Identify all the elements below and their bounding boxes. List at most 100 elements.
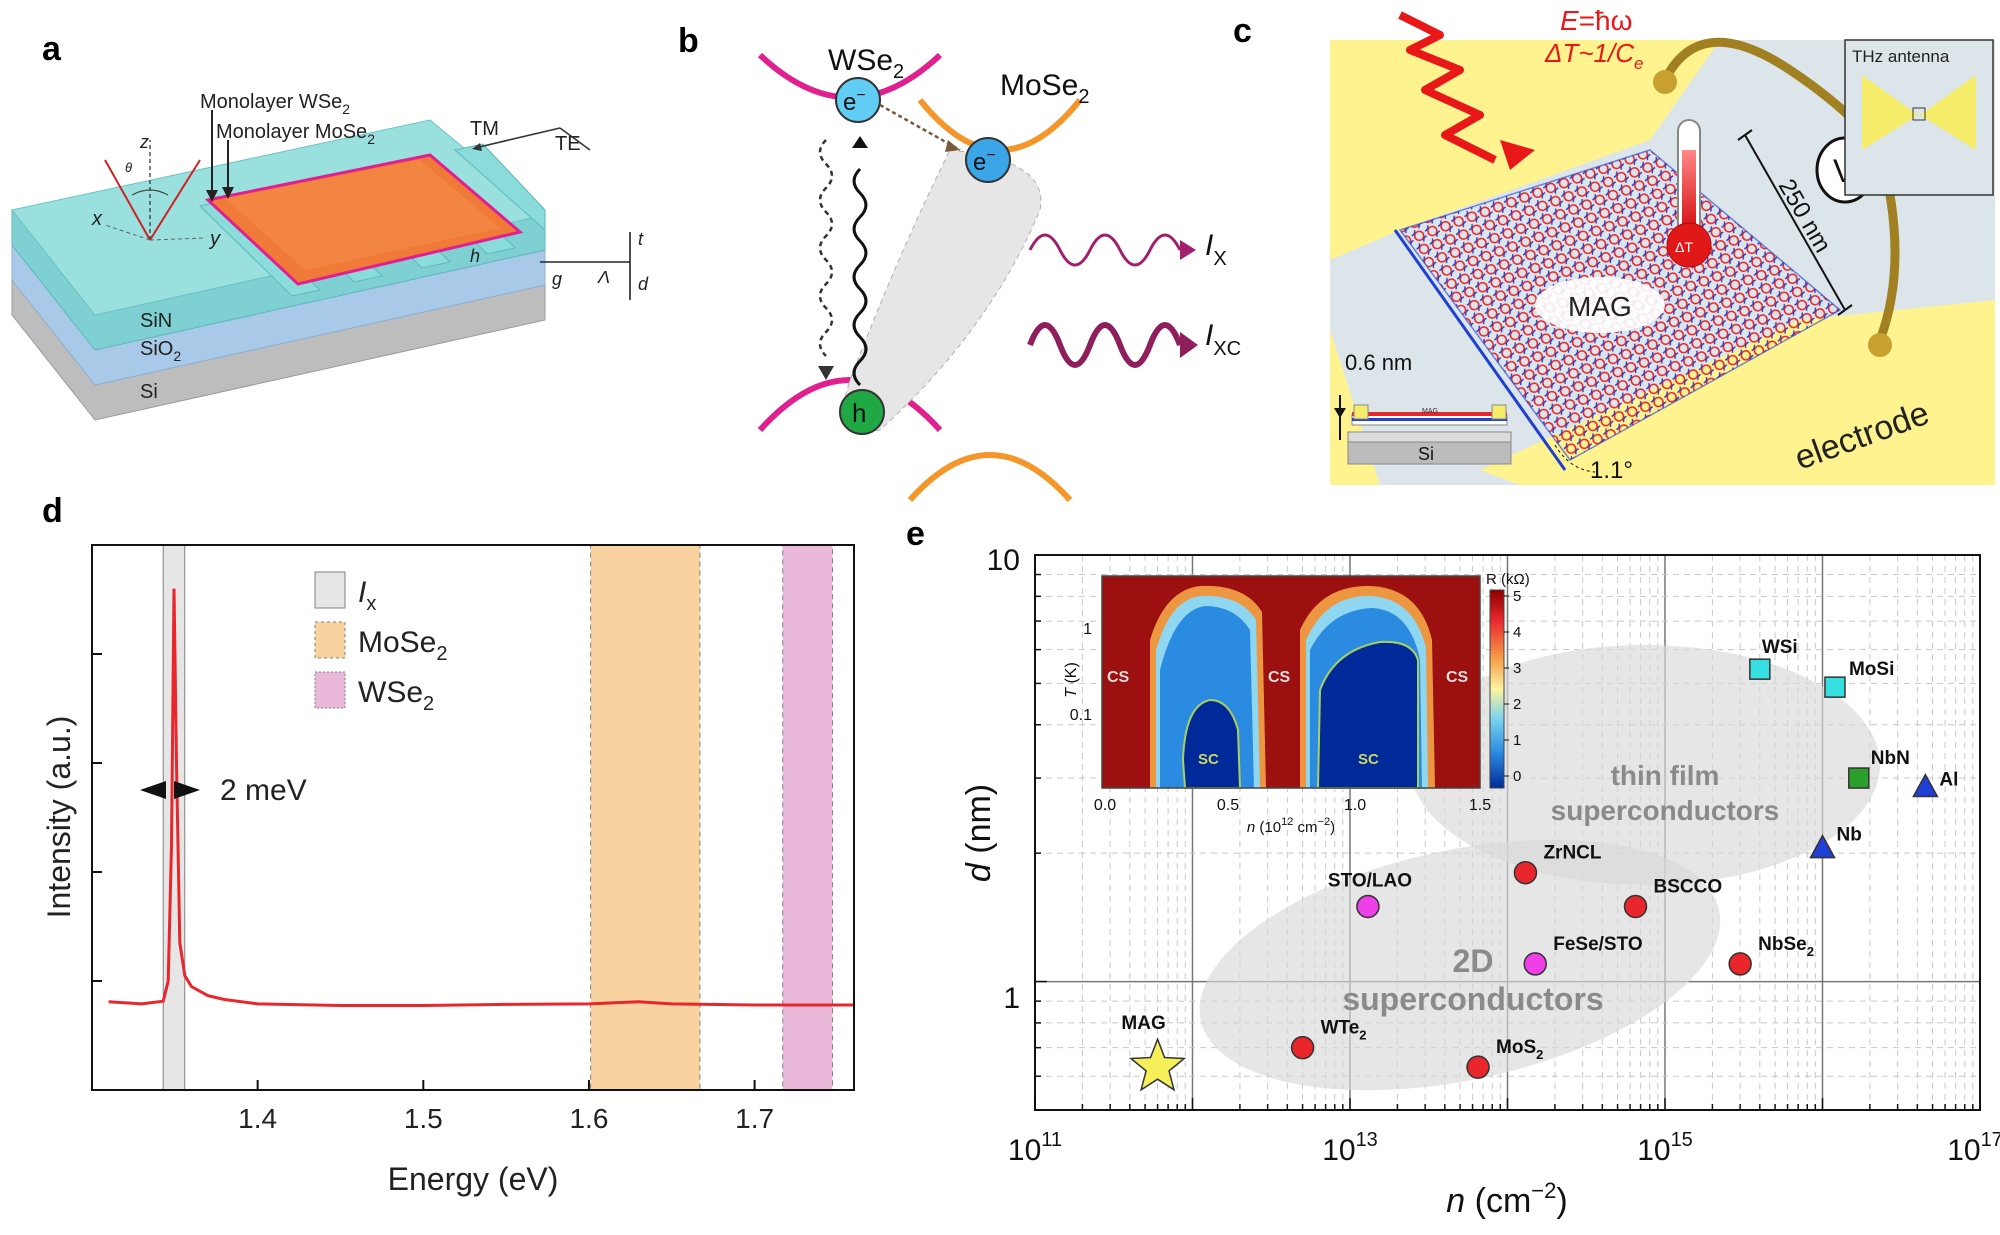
point-bscco-label: BSCCO <box>1654 876 1723 897</box>
svg-text:WSe2: WSe2 <box>828 44 904 83</box>
hole-wse2 <box>839 389 885 435</box>
region-thin-film <box>1410 645 1880 885</box>
axis-z: z <box>139 132 149 152</box>
relaxation-wave <box>818 139 834 357</box>
point-nb <box>1809 834 1836 859</box>
point-zrncl-label: ZrNCL <box>1543 843 1601 864</box>
incident-beam-left <box>104 159 151 241</box>
cbar-tick-label-5: 0 <box>1513 768 1521 785</box>
si-substrate <box>1347 441 1512 465</box>
label-deltaT: ΔT~1/C <box>1544 38 1634 68</box>
panel-c: c MAG E=ħω ΔT~1/Ce V ΔT 250 nm <box>1233 5 1995 485</box>
label-twist-angle: 1.1° <box>1590 457 1633 484</box>
panel-b: b WSe2 MoSe2 e− e− h IX IXC <box>678 22 1241 502</box>
electron-wse2 <box>835 77 881 123</box>
shaded-band-1 <box>590 545 701 1090</box>
plot-frame-d <box>91 544 855 1091</box>
inset-xtick-0.5: 0.5 <box>1217 797 1239 814</box>
point-al-label: Al <box>1939 770 1958 791</box>
label-lambda: Λ <box>597 267 610 287</box>
legend-swatch-mose2 <box>314 621 346 659</box>
point-sto-lao-label: STO/LAO <box>1328 870 1412 891</box>
inset-xtick-1.5: 1.5 <box>1469 797 1491 814</box>
axis-y: y <box>208 228 221 250</box>
point-mos <box>1466 1055 1490 1079</box>
cbar-tick-label-1: 4 <box>1513 624 1521 641</box>
ix-emission <box>1028 233 1182 267</box>
label-t: t <box>638 229 644 249</box>
label-te: TE <box>555 133 581 155</box>
point-mag <box>1128 1037 1187 1092</box>
label-energy: E <box>1560 5 1579 36</box>
label-tm: TM <box>470 118 499 140</box>
heatmap-cs-3: CS <box>1446 669 1469 686</box>
inset-xlabel: n (1012 cm−2) <box>1247 816 1335 836</box>
cbar-tick-label-0: 5 <box>1513 588 1521 605</box>
legend-label-mose2: MoSe <box>358 626 436 659</box>
svg-text:IXC: IXC <box>1205 319 1241 360</box>
label-theta: θ <box>125 160 132 175</box>
mose2-valence-band <box>907 452 1073 502</box>
ylabel-d: Intensity (a.u.) <box>41 716 77 919</box>
axis-x: x <box>91 208 103 230</box>
photon-wave <box>1398 11 1497 164</box>
svg-text:Ix: Ix <box>358 576 376 615</box>
label-wse2: WSe <box>828 44 893 77</box>
ytick-e-1: 1 <box>1003 982 1020 1015</box>
panel-d-letter: d <box>42 492 63 530</box>
point-fese-sto <box>1523 952 1547 976</box>
layer-sio2: SiO <box>140 338 173 360</box>
cbar-tick-label-4: 1 <box>1513 732 1521 749</box>
inset-ytick-0.1: 0.1 <box>1070 707 1092 724</box>
point-bscco <box>1623 894 1648 919</box>
heatmap-sc-1: SC <box>1198 751 1219 768</box>
panel-c-letter: c <box>1233 12 1252 50</box>
point-zrncl <box>1513 860 1538 885</box>
monolayer-top <box>225 160 500 270</box>
svg-text:Monolayer WSe2: Monolayer WSe2 <box>200 91 350 117</box>
point-wte <box>1290 1035 1315 1060</box>
svg-text:SiO2: SiO2 <box>140 338 181 364</box>
inset-xtick-1: 1.0 <box>1344 797 1366 814</box>
point-mosi-label: MoSi <box>1849 659 1894 680</box>
point-nbse-label: NbSe2 <box>1758 934 1814 959</box>
svg-text:h: h <box>852 398 866 428</box>
region-thin-label-1: thin film <box>1611 760 1720 791</box>
svg-text:e−: e− <box>843 87 866 116</box>
region-2d-label-2: superconductors <box>1342 981 1603 1017</box>
ylabel-e: d (nm) <box>960 784 998 882</box>
xtick-label-d-3: 1.7 <box>735 1103 774 1134</box>
label-ix: I <box>1205 229 1213 262</box>
svg-text:IX: IX <box>1205 229 1227 270</box>
label-thermo: ΔT <box>1675 239 1693 255</box>
label-mose2: MoSe <box>1000 69 1078 102</box>
ixc-emission <box>1027 322 1183 368</box>
label-h: h <box>470 246 480 266</box>
point-nbse <box>1728 952 1752 976</box>
fwhm-arrow-right <box>174 781 200 799</box>
excitation-wave <box>852 167 868 387</box>
label-mag: MAG <box>1568 291 1632 322</box>
legend-label-ix: I <box>358 576 366 609</box>
y-ticks-d <box>92 544 102 1091</box>
label-si-inset: Si <box>1418 444 1434 464</box>
heatmap-sc-2: SC <box>1358 751 1379 768</box>
point-mosi <box>1824 676 1846 698</box>
cbar-tick-label-3: 2 <box>1513 696 1521 713</box>
xtick-label-d-2: 1.6 <box>569 1103 608 1134</box>
colorbar <box>1489 589 1505 789</box>
layer-sin: SiN <box>140 310 172 332</box>
charge-transfer-arrow <box>879 103 961 152</box>
legend-label-wse2: WSe <box>358 676 423 709</box>
label-d: d <box>638 274 649 294</box>
colorbar-label: R (kΩ) <box>1486 571 1530 588</box>
xtick-label-d-1: 1.5 <box>404 1103 443 1134</box>
point-nbn-label: NbN <box>1871 748 1910 769</box>
shaded-bands <box>162 545 833 1090</box>
fwhm-label: 2 meV <box>220 774 307 807</box>
electron-mose2 <box>965 137 1011 183</box>
point-nbn <box>1848 767 1870 789</box>
cbar-tick-label-2: 3 <box>1513 660 1521 677</box>
point-wsi-label: WSi <box>1762 637 1798 658</box>
